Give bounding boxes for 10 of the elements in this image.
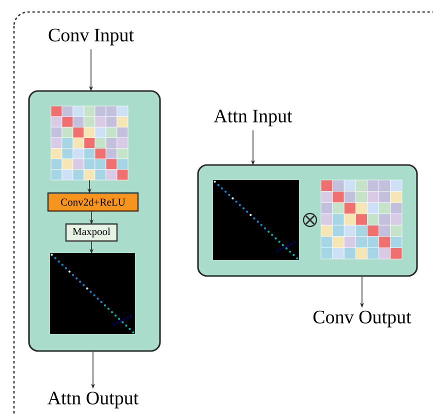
output-label: Conv Output: [313, 310, 412, 328]
input-label: Conv Input: [48, 28, 134, 46]
input-label: Attn Input: [214, 110, 292, 126]
heatmap-picture: [50, 253, 135, 334]
heatmap-picture: [213, 180, 299, 260]
grid-picture: [50, 106, 128, 180]
output-label: Attn Output: [48, 392, 139, 408]
process-box: Conv2d+ReLU: [47, 192, 139, 212]
process-box: Maxpool: [65, 223, 118, 242]
grid-picture: [320, 180, 402, 260]
